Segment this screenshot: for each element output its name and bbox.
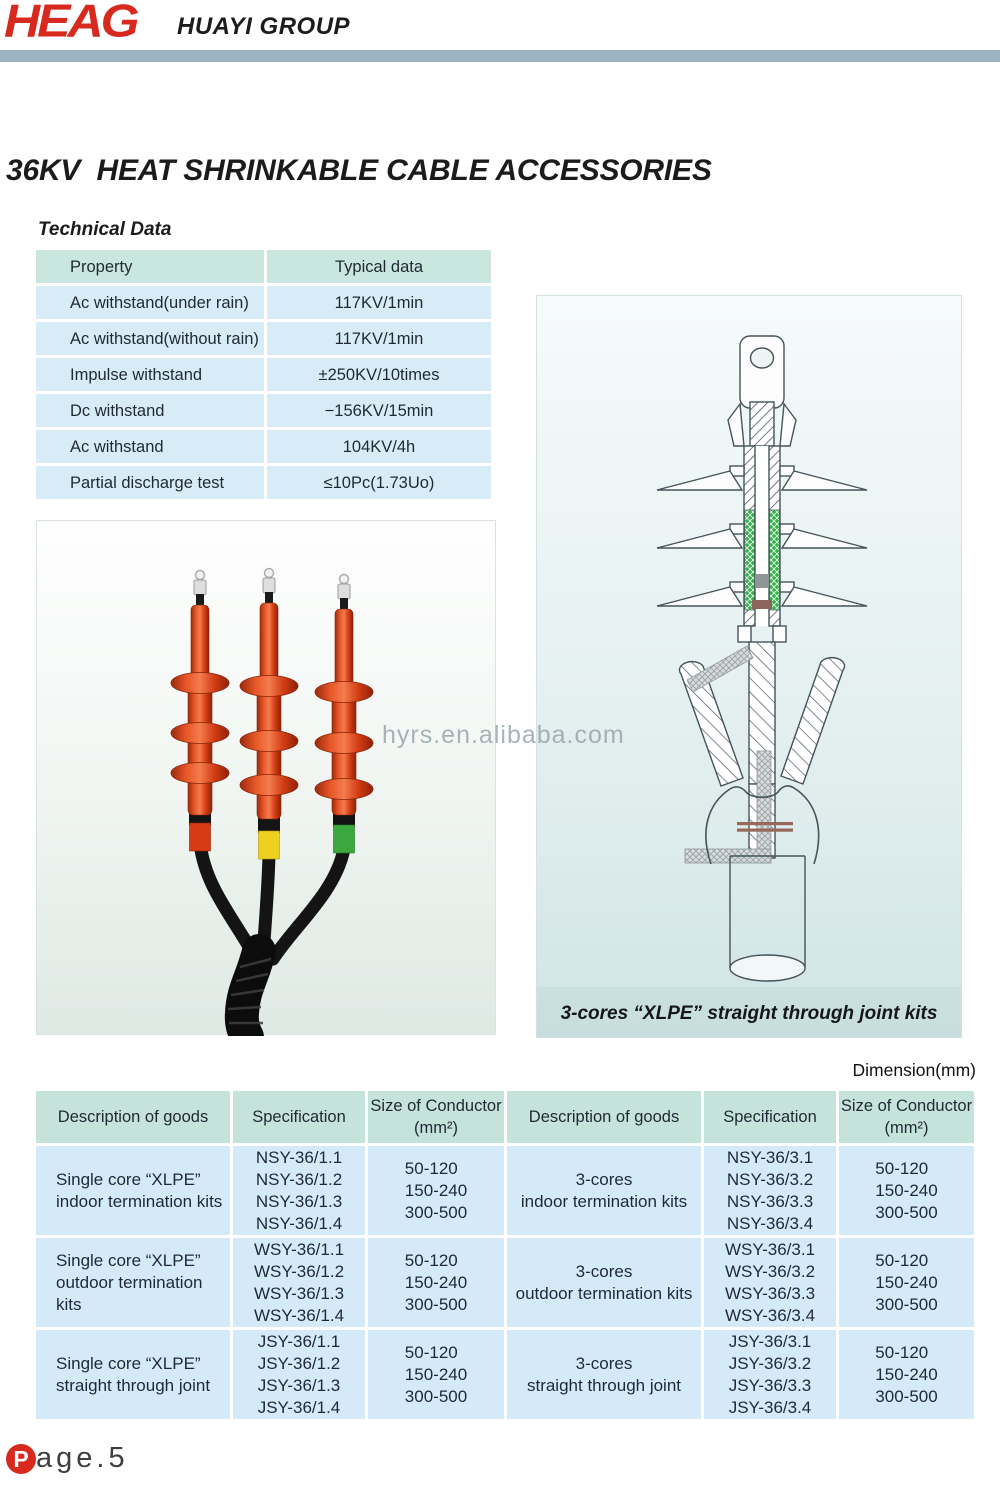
page-number: age.5	[36, 1442, 129, 1474]
table-cell: Impulse withstand	[36, 358, 264, 391]
ground-braid	[684, 645, 772, 864]
table-cell: Ac withstand(without rain)	[36, 322, 264, 355]
table-cell: ≤10Pc(1.73Uo)	[267, 466, 491, 499]
table-cell: Single core “XLPE”indoor termination kit…	[36, 1146, 230, 1235]
cable-bundle	[224, 934, 276, 1054]
table-cell: 104KV/4h	[267, 430, 491, 463]
table-cell: Ac withstand(under rain)	[36, 286, 264, 319]
header-cell: Specification	[233, 1091, 365, 1143]
table-row: Partial discharge test≤10Pc(1.73Uo)	[36, 466, 491, 499]
termination-phase-1	[170, 569, 230, 852]
caption-strip	[537, 987, 961, 1037]
termination-phase-3	[314, 573, 374, 854]
header-cell: Typical data	[267, 250, 491, 283]
table-row: Single core “XLPE”indoor termination kit…	[36, 1146, 974, 1235]
company-name: HUAYI GROUP	[177, 13, 351, 40]
page-title: 36KV HEAT SHRINKABLE CABLE ACCESSORIES	[6, 154, 712, 187]
table-row: Single core “XLPE”straight through joint…	[36, 1330, 974, 1419]
table-cell: Single core “XLPE”outdoor termination ki…	[36, 1238, 230, 1327]
technical-data-heading: Technical Data	[38, 219, 172, 240]
cable-cylinder	[729, 855, 806, 982]
joint-diagram	[656, 335, 868, 982]
table-row: Dc withstand−156KV/15min	[36, 394, 491, 427]
dimension-label: Dimension(mm)	[852, 1060, 976, 1080]
table-cell: ±250KV/10times	[267, 358, 491, 391]
diagram-caption: 3-cores “XLPE” straight through joint ki…	[560, 1003, 938, 1024]
header-cell: Specification	[704, 1091, 836, 1143]
table-cell: Single core “XLPE”straight through joint	[36, 1330, 230, 1419]
header-cell: Size of Conductor(mm²)	[839, 1091, 974, 1143]
table-row: Ac withstand(without rain)117KV/1min	[36, 322, 491, 355]
watermark: hyrs.en.alibaba.com	[382, 721, 625, 749]
product-photo-panel	[36, 520, 496, 1054]
table-cell: Ac withstand	[36, 430, 264, 463]
header-cell: Size of Conductor(mm²)	[368, 1091, 504, 1143]
table-cell: Dc withstand	[36, 394, 264, 427]
table-cell: −156KV/15min	[267, 394, 491, 427]
table-row: Single core “XLPE”outdoor termination ki…	[36, 1238, 974, 1327]
header-cell: Description of goods	[507, 1091, 701, 1143]
cable-lug	[727, 335, 797, 447]
header-cell: Property	[36, 250, 264, 283]
table-cell: 117KV/1min	[267, 322, 491, 355]
table-row: Ac withstand(under rain)117KV/1min	[36, 286, 491, 319]
cable-termination-photo	[170, 567, 374, 1054]
termination-phase-2	[239, 567, 299, 860]
diagram-panel: 3-cores “XLPE” straight through joint ki…	[536, 295, 962, 1038]
termination-tube	[737, 445, 787, 643]
table-row: Impulse withstand±250KV/10times	[36, 358, 491, 391]
ferrule-bands	[737, 822, 793, 832]
table-cell: 117KV/1min	[267, 286, 491, 319]
page-circle-icon: P	[6, 1443, 36, 1474]
heag-logo: HEAG	[4, 0, 139, 47]
header-divider-bar	[0, 50, 1000, 62]
table-cell: Partial discharge test	[36, 466, 264, 499]
header-cell: Description of goods	[36, 1091, 230, 1143]
weather-sheds	[656, 465, 868, 607]
breakout-glove	[705, 785, 820, 865]
